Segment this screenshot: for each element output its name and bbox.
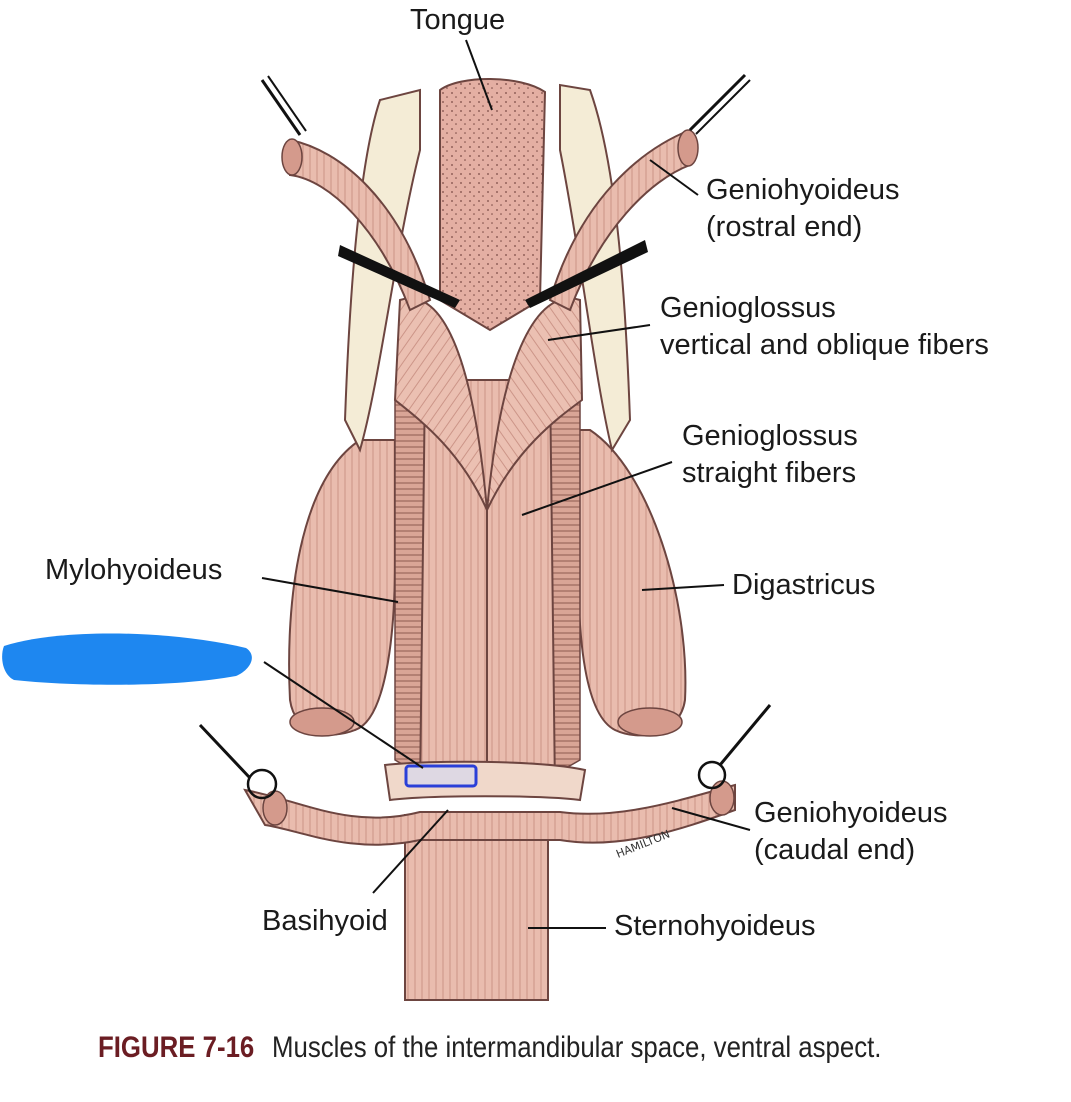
geniohyoideus-rostral-left [289, 138, 432, 312]
genioglossus-oblique-left [393, 297, 488, 511]
label-sternohyoideus: Sternohyoideus [614, 910, 816, 942]
caption-text: Muscles of the intermandibular space, ve… [271, 1031, 882, 1064]
label-mylohyoideus: Mylohyoideus [45, 554, 223, 586]
label-genioglossus-vertical: Genioglossus vertical and oblique fibers [660, 292, 989, 361]
leader-genioglossus-straight [521, 461, 673, 516]
leader-redacted [263, 661, 424, 769]
label-genioglossus-straight: Genioglossus straight fibers [682, 420, 858, 489]
leader-digastricus [641, 584, 725, 591]
label-digastricus: Digastricus [732, 569, 876, 601]
leader-basihyoid [372, 809, 449, 894]
basihyoid-highlight [404, 764, 478, 788]
leader-genioglossus-vertical [547, 324, 651, 341]
leader-mylohyoideus [261, 577, 399, 603]
geniohyoideus-caudal [243, 783, 736, 846]
label-basihyoid: Basihyoid [262, 905, 388, 937]
leader-geniohyoideus-caudal [671, 807, 751, 831]
leader-tongue [465, 39, 493, 111]
figure-caption: FIGURE 7-16 Muscles of the intermandibula… [98, 1030, 980, 1066]
tongue [439, 78, 547, 332]
genioglossus-oblique-right [486, 297, 584, 511]
geniohyoideus-rostral-right [548, 128, 691, 312]
leader-geniohyoideus-rostral [649, 159, 699, 196]
label-geniohyoideus-rostral: Geniohyoideus (rostral end) [706, 174, 900, 243]
label-tongue: Tongue [410, 4, 506, 36]
label-geniohyoideus-caudal: Geniohyoideus (caudal end) [754, 797, 948, 866]
redaction-scribble [2, 633, 252, 685]
figure-number: FIGURE 7-16 [98, 1031, 255, 1064]
sternohyoideus-muscle [404, 814, 549, 1001]
